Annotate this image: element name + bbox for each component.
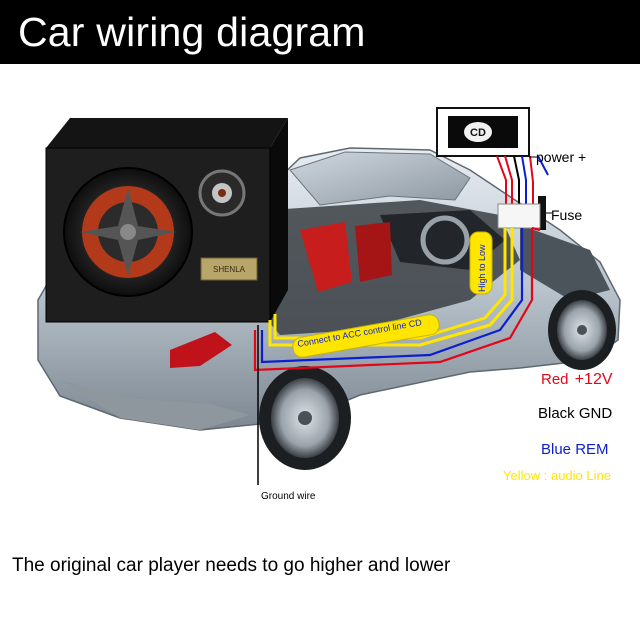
high-to-low-tag [469,231,493,295]
legend-red-value: +12V [574,371,613,388]
subwoofer-brand-label: SHENLA [213,265,246,274]
car-body [37,147,621,431]
legend-yellow-color: Yellow [503,468,541,483]
caption-text: The original car player needs to go high… [12,555,451,576]
legend-red-color: Red [541,371,569,388]
legend-black: Black GND [538,405,612,422]
head-unit-wires [496,155,549,204]
fuse [538,196,546,230]
power-label: power + [536,149,587,165]
wire-connector [497,203,541,229]
rear-wheel [259,366,351,470]
head-unit [436,107,530,157]
page-title: Car wiring diagram [18,9,366,55]
acc-line-tag [292,314,440,358]
ground-wire-label: Ground wire [261,491,316,502]
legend-yellow: Yellow : audio Line [503,468,611,483]
legend-yellow-value: audio Line [550,468,611,483]
wiring-harness [253,226,541,485]
legend-blue-value: REM [575,441,609,458]
fuse-label: Fuse [551,207,583,223]
high-to-low-label: High to Low [477,244,487,292]
legend-blue: Blue REM [541,441,609,458]
legend-blue-color: Blue [541,441,572,458]
head-unit-label: CD [470,127,486,139]
legend-red: Red +12V [541,371,613,389]
front-wheel [548,290,616,370]
wiring-diagram-illustration: SHENLA CD High to Low Connect [37,107,621,485]
subwoofer-box [45,118,288,323]
legend-black-color: Black [538,405,575,422]
title-bar: Car wiring diagram [0,0,640,64]
legend-black-value: GND [578,405,613,422]
